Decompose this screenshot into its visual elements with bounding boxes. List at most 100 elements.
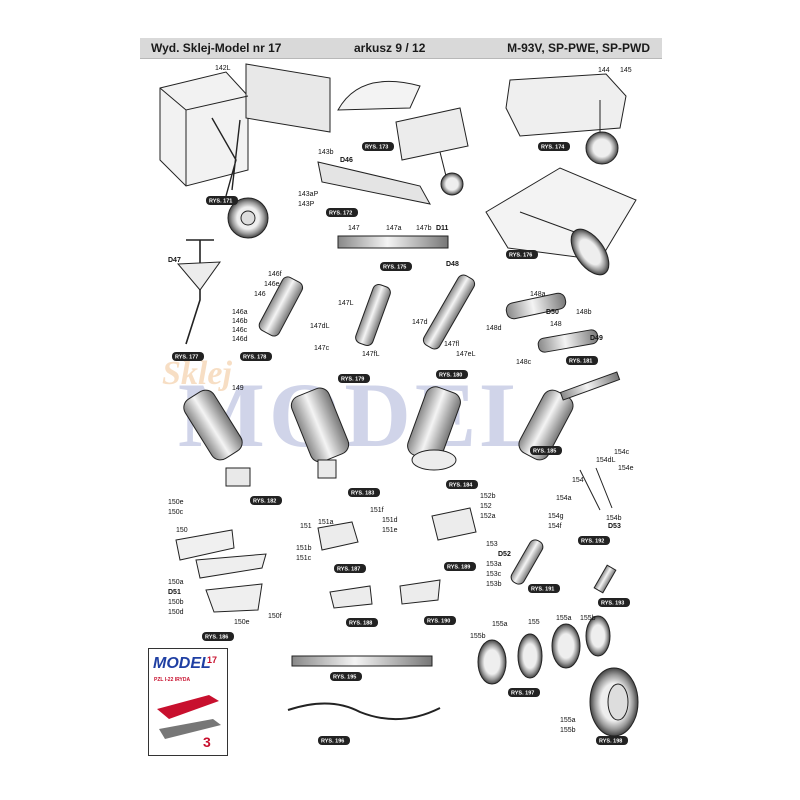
part-150: 150 <box>176 527 188 534</box>
part-146a: 146a <box>232 309 248 316</box>
part-148a: 148a <box>530 291 546 298</box>
caption-rys196: RYS. 196 <box>321 739 344 745</box>
part-143P: 143P <box>298 201 315 208</box>
part-148c: 148c <box>516 359 532 366</box>
magazine-cover: MODEL 17 PZL I-22 IRYDA 3 <box>148 648 228 756</box>
caption-rys186: RYS. 186 <box>205 635 228 641</box>
part-146b: 146b <box>232 318 248 325</box>
part-154e: 154e <box>618 465 634 472</box>
caption-rys184: RYS. 184 <box>449 483 473 489</box>
figure-captions: RYS. 171 RYS. 172 RYS. 173 RYS. 174 RYS.… <box>172 142 630 745</box>
part-150f: 150f <box>268 613 282 620</box>
part-154b: 154b <box>606 515 622 522</box>
part-155b-right: 155b <box>580 615 596 622</box>
sheet-number: arkusz 9 / 12 <box>354 41 426 55</box>
caption-rys181: RYS. 181 <box>569 359 592 365</box>
cover-title: MODEL <box>153 655 211 672</box>
figure-strut-185 <box>518 371 621 461</box>
part-155a-right: 155a <box>556 615 572 622</box>
part-151e: 151e <box>382 527 398 534</box>
part-153: 153 <box>486 541 498 548</box>
part-155a-tire: 155a <box>560 717 576 724</box>
figure-main-gear-leg <box>485 167 637 276</box>
figure-small-brackets <box>329 579 441 609</box>
figure-torque-links <box>175 529 267 613</box>
caption-rys176: RYS. 176 <box>509 253 532 259</box>
part-155b-tire: 155b <box>560 727 576 734</box>
part-147c: 147c <box>314 345 330 352</box>
part-D46: D46 <box>340 157 353 164</box>
part-D53: D53 <box>608 523 621 530</box>
figure-gear-bay <box>159 63 331 239</box>
caption-rys189: RYS. 189 <box>447 565 470 571</box>
part-D47: D47 <box>168 257 181 264</box>
drawings <box>159 63 639 737</box>
part-D11: D11 <box>436 225 449 232</box>
part-150c: 150c <box>168 509 184 516</box>
caption-rys177: RYS. 177 <box>175 355 198 361</box>
figure-bracket-151 <box>317 521 359 551</box>
figure-wheel-discs <box>477 615 611 685</box>
cover-subtitle: PZL I-22 IRYDA <box>154 677 191 683</box>
part-150e: 150e <box>168 499 184 506</box>
caption-rys197: RYS. 197 <box>511 691 534 697</box>
figure-assembly-row <box>287 655 441 721</box>
caption-rys190: RYS. 190 <box>427 619 450 625</box>
part-151f: 151f <box>370 507 384 514</box>
part-147: 147 <box>348 225 360 232</box>
caption-rys192: RYS. 192 <box>581 539 604 545</box>
part-142L: 142L <box>215 65 231 72</box>
part-154c: 154c <box>614 449 630 456</box>
part-146e: 146e <box>264 281 280 288</box>
part-146c: 146c <box>232 327 248 334</box>
part-150b: 150b <box>168 599 184 606</box>
part-148: 148 <box>550 321 562 328</box>
part-150a: 150a <box>168 579 184 586</box>
cover-number: 17 <box>207 655 218 665</box>
part-149: 149 <box>232 385 244 392</box>
part-143aP: 143aP <box>298 191 319 198</box>
caption-rys185: RYS. 185 <box>533 449 556 455</box>
figure-main-strut-assy <box>183 389 251 487</box>
part-151a: 151a <box>318 519 334 526</box>
part-D48: D48 <box>446 261 459 268</box>
part-154g: 154g <box>548 513 564 520</box>
caption-rys173: RYS. 173 <box>365 145 388 151</box>
figure-gear-door <box>337 80 469 196</box>
cover-art: 3 <box>157 695 221 750</box>
figure-main-tire <box>589 667 639 737</box>
figure-actuator-154 <box>579 467 617 594</box>
part-155a: 155a <box>492 621 508 628</box>
watermark-small-text: Sklej <box>162 355 232 392</box>
part-143b: 143b <box>318 149 334 156</box>
part-154: 154 <box>572 477 584 484</box>
part-150d: 150d <box>168 609 184 616</box>
caption-rys175: RYS. 175 <box>383 265 406 271</box>
part-D51: D51 <box>168 589 181 596</box>
caption-rys174: RYS. 174 <box>541 145 565 151</box>
figure-wheel-well-strip <box>317 161 431 205</box>
header-bar: Wyd. Sklej-Model nr 17 arkusz 9 / 12 M-9… <box>140 38 662 59</box>
part-155: 155 <box>528 619 540 626</box>
caption-rys183: RYS. 183 <box>351 491 374 497</box>
part-147d: 147d <box>412 319 428 326</box>
part-147b: 147b <box>416 225 432 232</box>
part-D52: D52 <box>498 551 511 558</box>
part-145: 145 <box>620 67 632 74</box>
part-151c: 151c <box>296 555 312 562</box>
figure-strut-184 <box>407 386 461 471</box>
figure-bracket-152 <box>431 507 477 541</box>
part-154dL: 154dL <box>596 457 616 464</box>
caption-rys191: RYS. 191 <box>531 587 554 593</box>
caption-rys178: RYS. 178 <box>243 355 266 361</box>
part-151: 151 <box>300 523 312 530</box>
part-147fl: 147fl <box>444 341 460 348</box>
part-147eL: 147eL <box>456 351 476 358</box>
caption-rys195: RYS. 195 <box>333 675 356 681</box>
part-154f: 154f <box>548 523 562 530</box>
part-155b: 155b <box>470 633 486 640</box>
figure-strut-183 <box>290 387 350 479</box>
svg-text:3: 3 <box>203 734 211 750</box>
